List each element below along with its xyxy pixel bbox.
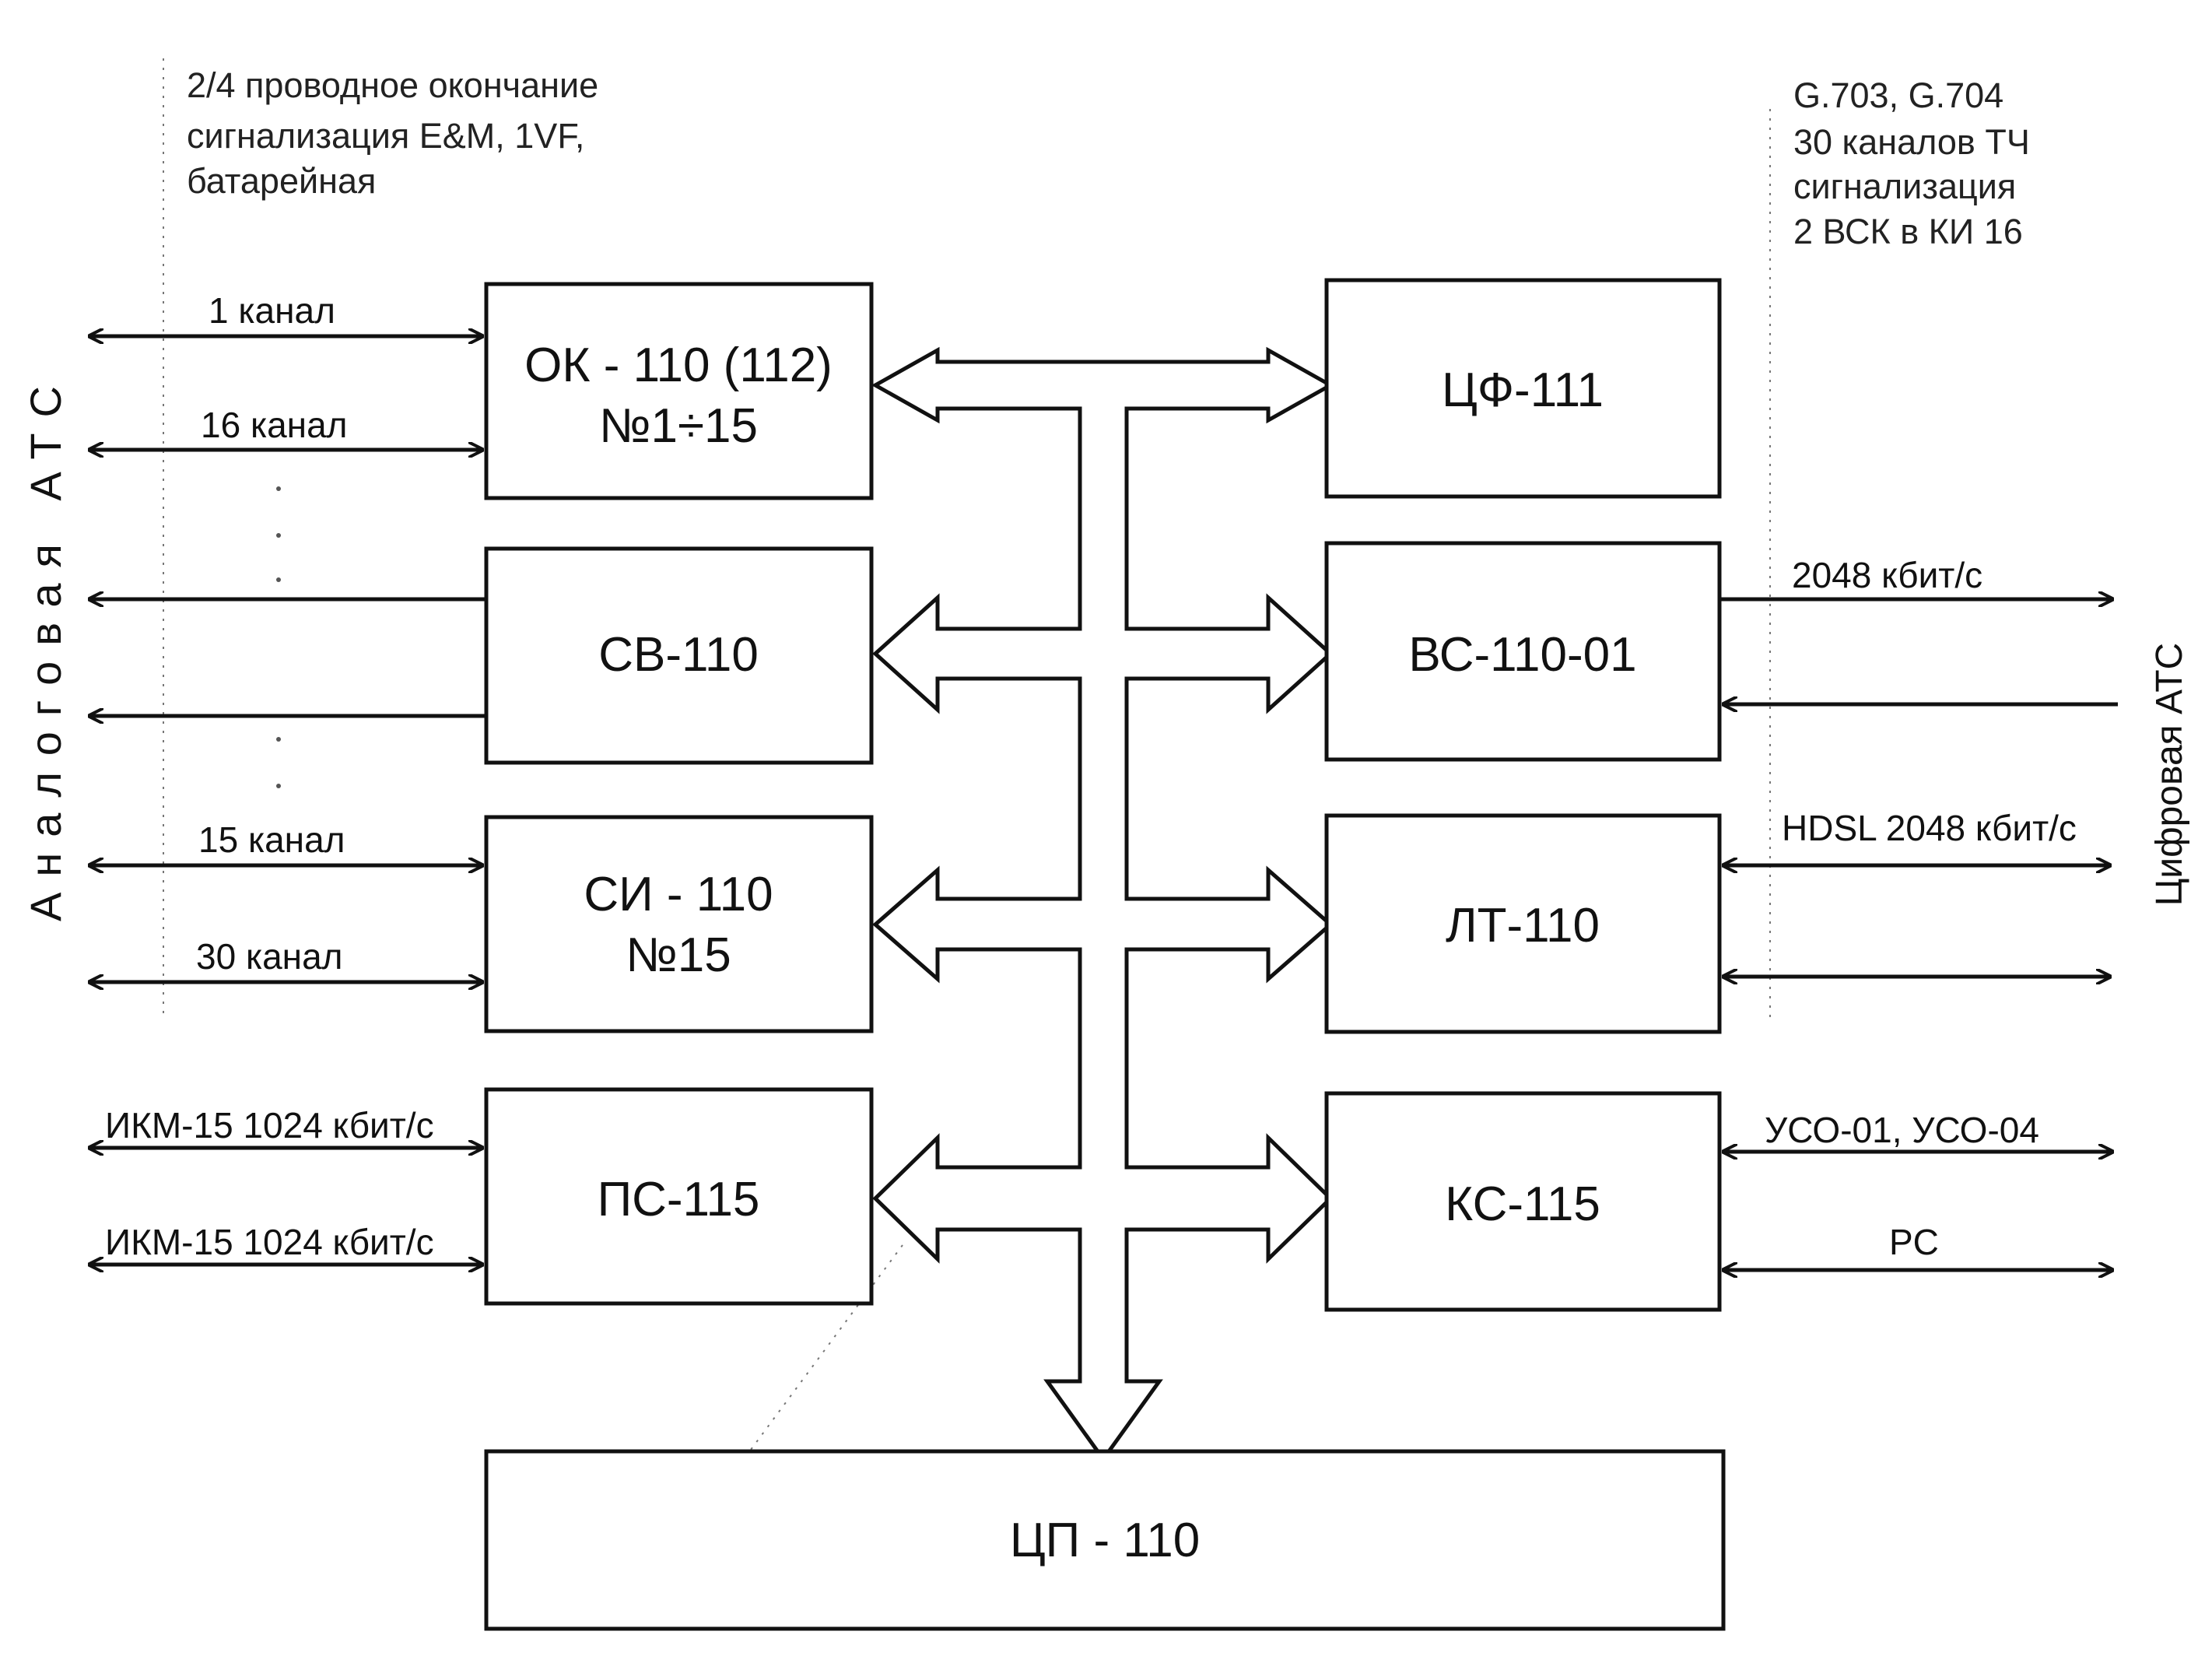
label-ok-channel-16: 16 канал <box>201 405 348 445</box>
block-cp-110: ЦП - 110 <box>484 1449 1726 1631</box>
label-ps-ikm-1: ИКМ-15 1024 кбит/с <box>105 1105 434 1145</box>
block-cf-111-label: ЦФ-111 <box>1442 363 1604 417</box>
block-si-110-line1: СИ - 110 <box>584 868 773 921</box>
label-si-channel-15: 15 канал <box>198 819 345 860</box>
block-sv-110: СВ-110 <box>484 546 874 765</box>
label-vs-2048: 2048 кбит/с <box>1792 555 1982 595</box>
note-digital-interface: G.703, G.704 30 каналов ТЧ сигнализация … <box>1793 75 2039 251</box>
block-ks-115: КС-115 <box>1324 1091 1722 1312</box>
block-ps-115: ПС-115 <box>484 1087 874 1306</box>
label-lt-hdsl: HDSL 2048 кбит/с <box>1782 808 2077 848</box>
label-ok-channel-1: 1 канал <box>209 290 335 331</box>
block-vs-110-01: ВС-110-01 <box>1324 541 1722 762</box>
block-vs-110-01-label: ВС-110-01 <box>1408 628 1636 682</box>
block-ok-110-line2: №1÷15 <box>599 399 758 453</box>
block-lt-110-label: ЛТ-110 <box>1446 899 1600 953</box>
label-si-channel-30: 30 канал <box>196 936 343 977</box>
label-ps-ikm-2: ИКМ-15 1024 кбит/с <box>105 1222 434 1262</box>
ellipsis-dots-1 <box>276 486 281 582</box>
analog-ats-label: Аналоговая АТС <box>21 370 70 921</box>
stray-dotted-line <box>723 1244 903 1487</box>
block-ok-110-line1: ОК - 110 (112) <box>524 339 833 392</box>
block-cf-111: ЦФ-111 <box>1324 278 1722 499</box>
block-ok-110: ОК - 110 (112) №1÷15 <box>484 282 874 500</box>
note-analog-interface: 2/4 проводное окончание сигнализация E&M… <box>187 65 608 201</box>
block-ps-115-label: ПС-115 <box>598 1173 760 1226</box>
block-sv-110-label: СВ-110 <box>598 628 759 682</box>
block-si-110-line2: №15 <box>626 928 731 982</box>
block-ks-115-label: КС-115 <box>1445 1177 1600 1231</box>
block-cp-110-label: ЦП - 110 <box>1010 1514 1200 1567</box>
label-ks-uso: УСО-01, УСО-04 <box>1765 1110 2039 1150</box>
internal-data-bus <box>871 346 1335 1463</box>
block-si-110: СИ - 110 №15 <box>484 815 874 1033</box>
block-lt-110: ЛТ-110 <box>1324 813 1722 1034</box>
label-ks-pc: PC <box>1889 1222 1939 1262</box>
ellipsis-dots-2 <box>276 737 281 788</box>
digital-ats-label: Цифровая АТС <box>2149 643 2190 906</box>
